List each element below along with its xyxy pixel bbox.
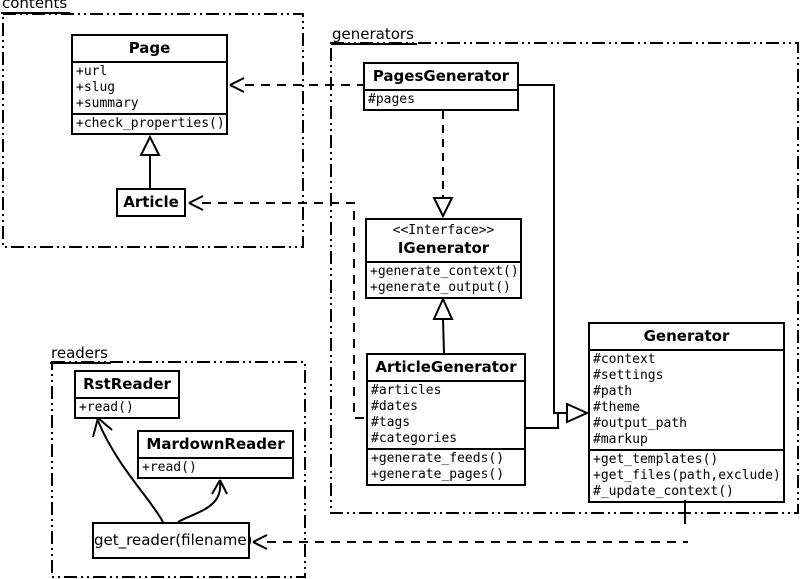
methods-compartment: +read()	[76, 397, 178, 417]
class-name-article: Article	[123, 193, 179, 211]
class-box-page: Page +url +slug +summary +check_properti…	[71, 34, 228, 135]
class-box-mardownreader: MardownReader +read()	[137, 430, 294, 479]
method-row: +generate_context()	[370, 264, 519, 279]
class-box-pagesgenerator: PagesGenerator #pages	[363, 62, 519, 111]
methods-compartment: +generate_feeds() +generate_pages()	[368, 448, 524, 484]
method-row: +read()	[142, 460, 197, 475]
attribute-row: +url	[76, 64, 108, 79]
class-name-igenerator: IGenerator	[397, 239, 490, 257]
class-box-generator: Generator #context #settings #path #them…	[588, 322, 785, 503]
class-box-article: Article	[116, 188, 186, 217]
arrow-pagesgenerator-to-igenerator-realization	[432, 111, 454, 219]
arrow-getreader-to-mardownreader	[177, 479, 228, 523]
attribute-row: #output_path	[593, 416, 687, 431]
class-name-mardownreader: MardownReader	[146, 435, 285, 453]
attribute-row: #context	[593, 352, 656, 367]
arrow-pagesgenerator-to-page-dependency	[229, 77, 363, 93]
attributes-compartment: #pages	[365, 89, 517, 109]
attributes-compartment: #context #settings #path #theme #output_…	[590, 349, 783, 449]
methods-compartment: +generate_context() +generate_output()	[367, 261, 520, 297]
attribute-row: +slug	[76, 80, 116, 95]
class-box-rstreader: RstReader +read()	[74, 370, 180, 419]
attributes-compartment: #articles #dates #tags #categories	[368, 380, 524, 448]
stereotype-interface: <<Interface>>	[392, 223, 495, 238]
attribute-row: #path	[593, 384, 633, 399]
attribute-row: #markup	[593, 432, 648, 447]
method-row: #_update_context()	[593, 484, 734, 499]
package-label-contents: contents	[1, 0, 71, 14]
methods-compartment: +check_properties()	[73, 113, 226, 133]
attribute-row: #articles	[371, 383, 442, 398]
attribute-row: #settings	[593, 368, 664, 383]
class-name-generator: Generator	[643, 327, 730, 345]
attribute-row: +summary	[76, 96, 139, 111]
package-label-generators: generators	[331, 26, 417, 45]
attribute-row: #theme	[593, 400, 640, 415]
attribute-row: #pages	[368, 92, 415, 107]
method-row: +generate_feeds()	[371, 451, 505, 466]
arrow-articlegenerator-to-article-dependency	[188, 195, 366, 419]
class-name-page: Page	[128, 39, 171, 57]
class-name-pagesgenerator: PagesGenerator	[372, 67, 510, 85]
method-row: +generate_pages()	[371, 467, 505, 482]
attribute-row: #dates	[371, 399, 418, 414]
method-row: +read()	[79, 400, 134, 415]
class-name-rstreader: RstReader	[83, 375, 171, 393]
arrow-generator-to-getreader-dependency	[252, 500, 688, 550]
method-row: +get_templates()	[593, 452, 719, 467]
arrow-generators-to-generator-inheritance	[519, 84, 590, 429]
package-label-readers: readers	[50, 345, 111, 364]
function-box-get-reader: get_reader(filename)	[92, 522, 253, 559]
attribute-row: #categories	[371, 431, 458, 446]
class-name-articlegenerator: ArticleGenerator	[375, 358, 517, 376]
method-row: +generate_output()	[370, 280, 511, 295]
class-box-igenerator: <<Interface>> IGenerator +generate_conte…	[365, 218, 522, 299]
attributes-compartment: +url +slug +summary	[73, 61, 226, 113]
arrow-articlegenerator-to-igenerator-inheritance	[432, 296, 454, 354]
methods-compartment: +get_templates() +get_files(path,exclude…	[590, 449, 783, 501]
arrow-article-to-page-inheritance	[139, 134, 161, 188]
methods-compartment: +read()	[139, 457, 292, 477]
attribute-row: #tags	[371, 415, 411, 430]
method-row: +check_properties()	[76, 116, 225, 131]
function-label-get-reader: get_reader(filename)	[94, 531, 253, 549]
method-row: +get_files(path,exclude)	[593, 468, 781, 483]
title-compartment: <<Interface>> IGenerator	[367, 220, 520, 261]
class-box-articlegenerator: ArticleGenerator #articles #dates #tags …	[366, 353, 526, 486]
